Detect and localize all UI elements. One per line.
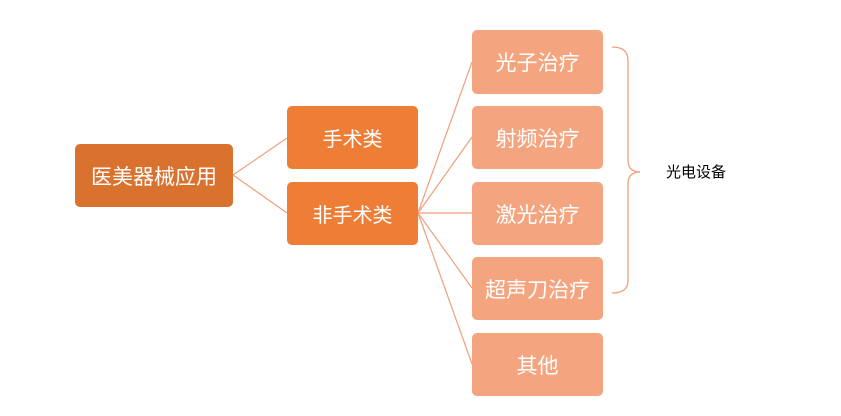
bracket-label: 光电设备: [666, 163, 727, 181]
connector-root-nonsurgical: [232, 174, 288, 214]
node-laser-therapy: 激光治疗: [472, 182, 603, 245]
node-surgical: 手术类: [287, 106, 418, 169]
node-rf-therapy: 射频治疗: [472, 106, 603, 169]
node-other: 其他: [472, 333, 603, 396]
node-root: 医美器械应用: [75, 144, 233, 207]
node-ultrasound-knife-therapy: 超声刀治疗: [472, 257, 603, 320]
connector-root-surgical: [232, 137, 288, 176]
connector-nonsurgical-photon: [417, 61, 473, 214]
connector-nonsurgical-ultrasound: [417, 212, 473, 289]
connector-nonsurgical-other: [417, 212, 473, 365]
node-nonsurgical: 非手术类: [287, 182, 418, 245]
bracket-brace: [611, 46, 641, 294]
connector-nonsurgical-rf: [417, 136, 473, 214]
node-photon-therapy: 光子治疗: [472, 30, 603, 94]
